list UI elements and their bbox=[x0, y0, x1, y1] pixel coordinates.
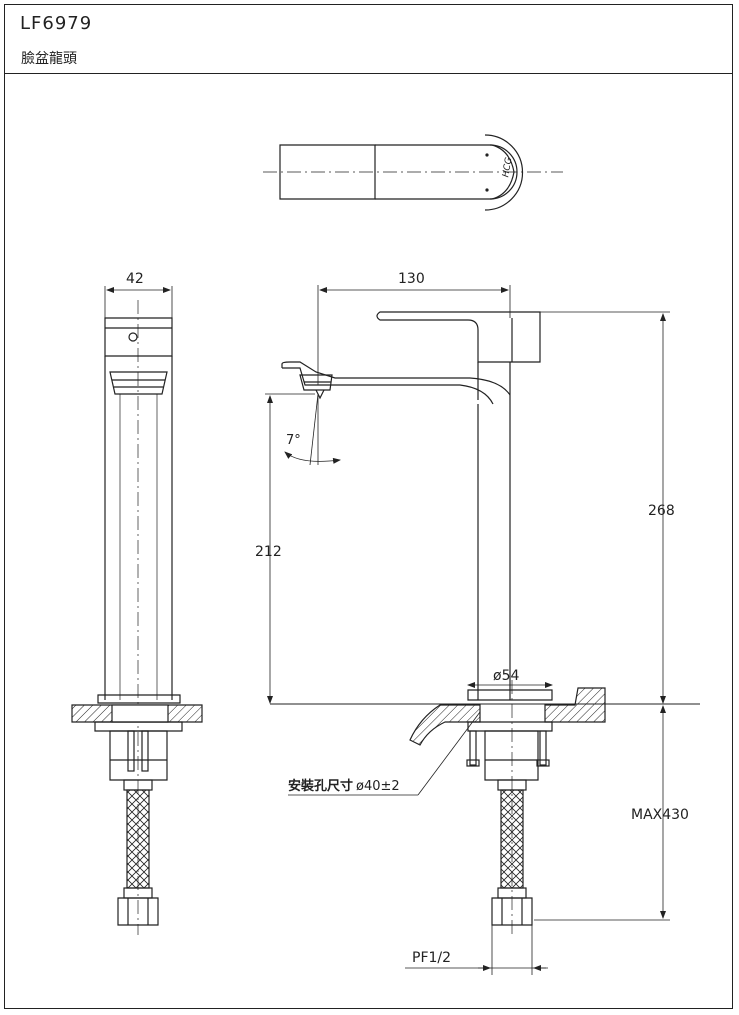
side-handle bbox=[376, 311, 541, 363]
top-view: HCG bbox=[263, 134, 563, 211]
front-nut-plate bbox=[94, 721, 183, 732]
side-nut-plate bbox=[467, 721, 553, 732]
side-body-right bbox=[477, 362, 511, 700]
front-stud-right bbox=[141, 730, 149, 772]
front-hose-nut bbox=[117, 897, 159, 926]
side-stud-right bbox=[539, 730, 547, 766]
dim-base-diameter: ø54 bbox=[493, 668, 519, 684]
side-shank-nut bbox=[484, 730, 539, 781]
front-handle bbox=[104, 317, 173, 357]
side-stud-left bbox=[469, 730, 477, 766]
hole-leader-line bbox=[417, 711, 481, 796]
basin-section-right bbox=[544, 687, 606, 723]
side-aerator bbox=[299, 374, 333, 391]
top-dot-lower bbox=[485, 188, 489, 192]
front-body bbox=[104, 356, 173, 700]
dim-spout-reach: 130 bbox=[398, 271, 425, 287]
dim-spout-height: 212 bbox=[255, 544, 282, 560]
dim-height: 268 bbox=[648, 503, 675, 519]
hole-size-value: ø40±2 bbox=[356, 779, 400, 794]
title-block: LF6979 臉盆龍頭 bbox=[4, 4, 733, 74]
side-base-flange bbox=[467, 689, 553, 701]
front-base-flange bbox=[97, 694, 181, 704]
dim-thread: PF1/2 bbox=[412, 950, 451, 966]
front-stud-left bbox=[127, 730, 135, 772]
front-handle-dot bbox=[128, 332, 138, 342]
drawing-frame bbox=[4, 4, 733, 1009]
side-view: 130 268 212 7° ø54 bbox=[255, 271, 700, 975]
dim-width-front: 42 bbox=[126, 271, 144, 287]
top-dot-upper bbox=[485, 153, 489, 157]
angle-arc bbox=[284, 451, 341, 464]
product-name: 臉盆龍頭 bbox=[21, 51, 77, 67]
front-view: 42 bbox=[71, 271, 203, 935]
side-spout-bottom bbox=[282, 367, 494, 405]
dim-spout-angle: 7° bbox=[286, 433, 301, 448]
front-shank-nut bbox=[109, 730, 168, 781]
brand-logo: HCG bbox=[501, 157, 514, 178]
hole-size-label: 安裝孔尺寸 bbox=[288, 778, 353, 794]
top-handle bbox=[375, 144, 515, 200]
top-round-base bbox=[484, 134, 524, 211]
model-number: LF6979 bbox=[20, 13, 93, 34]
dim-max-hose: MAX430 bbox=[631, 807, 689, 823]
top-round-inner bbox=[489, 144, 518, 200]
front-hose bbox=[126, 789, 150, 889]
side-hose bbox=[500, 789, 524, 889]
side-spout-top bbox=[281, 361, 511, 396]
front-aerator bbox=[109, 371, 168, 395]
